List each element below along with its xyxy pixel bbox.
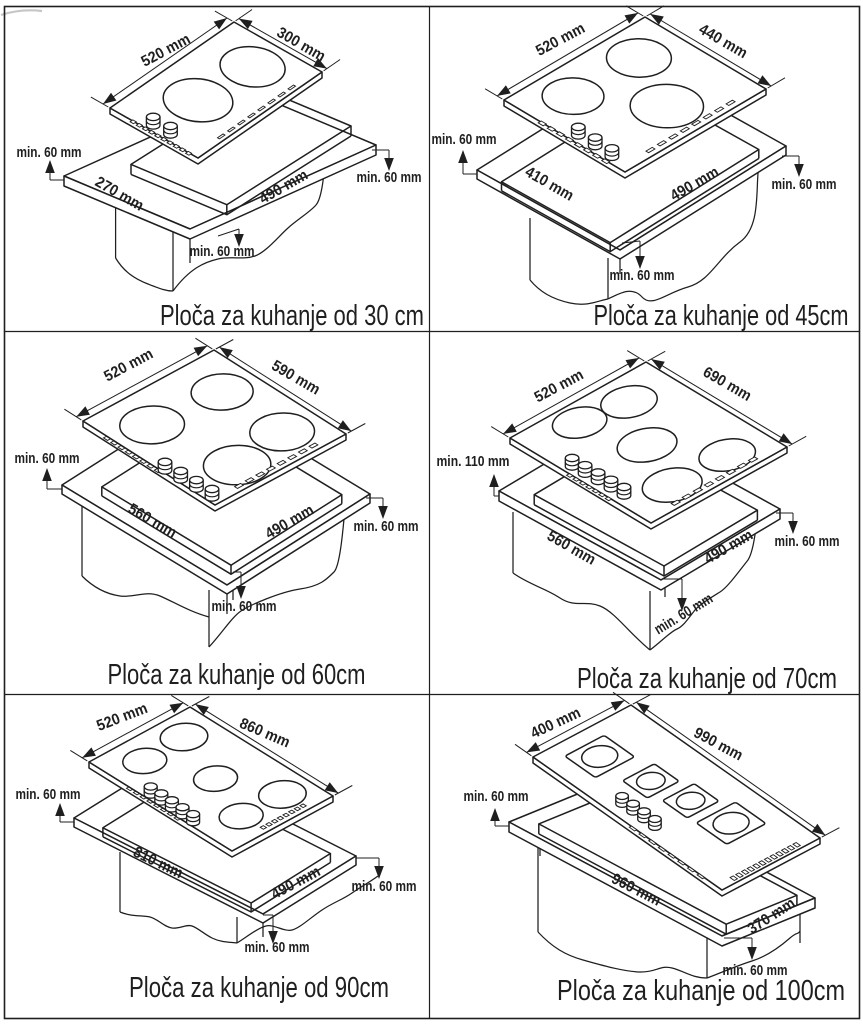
- svg-text:Ploča za kuhanje od 30 cm: Ploča za kuhanje od 30 cm: [160, 300, 424, 332]
- svg-text:min. 60 mm: min. 60 mm: [775, 533, 840, 550]
- svg-text:Ploča za kuhanje od 60cm: Ploča za kuhanje od 60cm: [108, 659, 366, 691]
- svg-text:min. 60 mm: min. 60 mm: [245, 939, 310, 956]
- svg-text:min. 60 mm: min. 60 mm: [212, 598, 277, 615]
- svg-text:Ploča za kuhanje od 90cm: Ploča za kuhanje od 90cm: [129, 972, 389, 1004]
- svg-text:Ploča za kuhanje od 45cm: Ploča za kuhanje od 45cm: [594, 300, 849, 332]
- svg-text:min. 60 mm: min. 60 mm: [354, 518, 419, 535]
- svg-text:min. 60 mm: min. 60 mm: [357, 169, 422, 186]
- svg-text:min. 60 mm: min. 60 mm: [772, 176, 837, 193]
- svg-text:min. 60 mm: min. 60 mm: [352, 878, 417, 895]
- svg-text:min. 60 mm: min. 60 mm: [16, 786, 81, 803]
- svg-text:min. 60 mm: min. 60 mm: [190, 243, 255, 260]
- svg-text:min. 60 mm: min. 60 mm: [464, 788, 529, 805]
- svg-text:Ploča za kuhanje od 100cm: Ploča za kuhanje od 100cm: [557, 975, 845, 1007]
- svg-text:min. 60 mm: min. 60 mm: [610, 267, 675, 284]
- svg-text:Ploča za kuhanje od 70cm: Ploča za kuhanje od 70cm: [577, 663, 837, 695]
- svg-text:min. 60 mm: min. 60 mm: [432, 131, 497, 148]
- svg-text:min. 110 mm: min. 110 mm: [437, 453, 510, 470]
- svg-text:min. 60 mm: min. 60 mm: [15, 450, 80, 467]
- svg-text:min. 60 mm: min. 60 mm: [17, 144, 82, 161]
- svg-text:min. 60 mm: min. 60 mm: [723, 962, 788, 979]
